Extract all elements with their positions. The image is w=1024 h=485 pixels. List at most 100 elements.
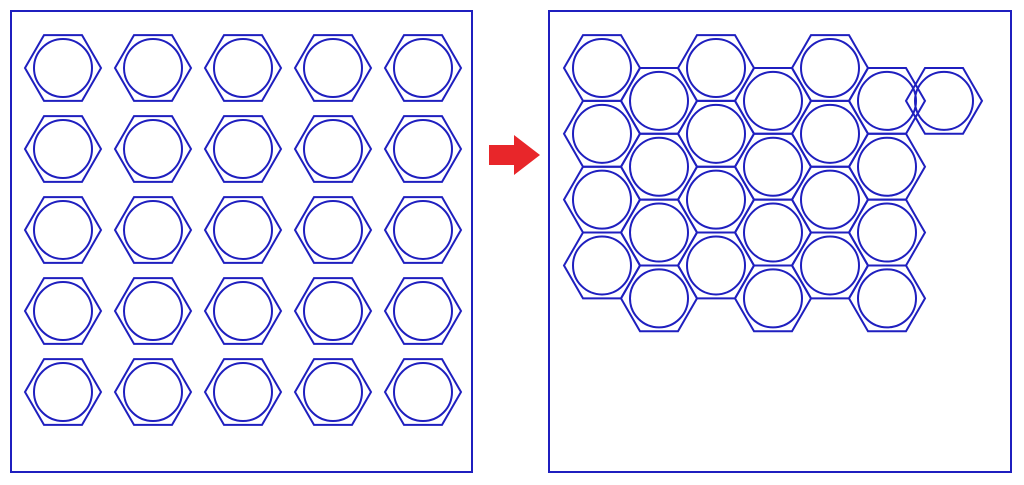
honeycomb-cell <box>619 198 699 267</box>
honeycomb-cell <box>562 34 642 102</box>
honeycomb-cell <box>733 132 813 201</box>
hexagon-shape <box>203 358 283 426</box>
hexagon-shape <box>562 231 642 300</box>
honeycomb-cell <box>790 231 870 300</box>
grid-cell <box>293 115 373 183</box>
honeycomb-cell <box>562 99 642 168</box>
hexagon-shape <box>676 165 756 234</box>
circle-shape <box>393 119 453 179</box>
honeycomb-cell <box>619 132 699 201</box>
grid-cell <box>203 277 283 345</box>
grid-cell <box>203 196 283 264</box>
hexagon-shape <box>847 264 927 333</box>
circle-shape <box>857 202 917 263</box>
circle-shape <box>857 268 917 329</box>
honeycomb-cell <box>619 264 699 333</box>
grid-cell <box>113 34 193 102</box>
honeycomb-cell <box>847 198 927 267</box>
circle-shape <box>743 268 803 329</box>
circle-shape <box>33 362 93 422</box>
honeycomb-cell <box>847 264 927 333</box>
circle-shape <box>572 38 632 98</box>
circle-shape <box>123 119 183 179</box>
circle-shape <box>393 281 453 341</box>
hexagon-shape <box>904 67 984 135</box>
hexagon-shape <box>23 34 103 102</box>
circle-shape <box>393 38 453 98</box>
hexagon-shape <box>383 34 463 102</box>
arrow-right-icon <box>489 135 540 175</box>
grid-cell <box>203 115 283 183</box>
circle-shape <box>303 200 363 260</box>
grid-cell <box>23 196 103 264</box>
hexagon-shape <box>383 358 463 426</box>
hexagon-shape <box>562 165 642 234</box>
grid-cell <box>113 277 193 345</box>
hexagon-shape <box>23 115 103 183</box>
hexagon-shape <box>113 196 193 264</box>
hexagon-shape <box>619 264 699 333</box>
honeycomb-cell <box>847 132 927 201</box>
circle-shape <box>572 235 632 296</box>
circle-shape <box>743 136 803 197</box>
honeycomb-cell <box>562 231 642 300</box>
hexagon-shape <box>676 99 756 168</box>
grid-cell <box>203 358 283 426</box>
grid-cell <box>383 115 463 183</box>
hexagon-shape <box>293 277 373 345</box>
honeycomb-cell <box>790 34 870 102</box>
honeycomb-cell <box>676 99 756 168</box>
circle-shape <box>572 169 632 230</box>
hexagon-shape <box>619 67 699 135</box>
honeycomb-cell <box>904 67 984 135</box>
circle-shape <box>857 70 917 131</box>
hexagon-shape <box>733 67 813 135</box>
circle-shape <box>213 38 273 98</box>
grid-cell <box>113 358 193 426</box>
circle-shape <box>743 70 803 131</box>
circle-shape <box>123 200 183 260</box>
circle-shape <box>393 362 453 422</box>
hexagon-shape <box>562 99 642 168</box>
honeycomb-cell <box>733 264 813 333</box>
honeycomb-cell <box>676 231 756 300</box>
circle-shape <box>800 103 860 164</box>
circle-shape <box>686 169 746 230</box>
hexagon-shape <box>203 277 283 345</box>
grid-cell <box>383 277 463 345</box>
circle-shape <box>914 70 974 131</box>
circle-shape <box>33 281 93 341</box>
circle-shape <box>629 268 689 329</box>
honeycomb-cell <box>790 165 870 234</box>
hexagon-shape <box>203 34 283 102</box>
circle-shape <box>213 119 273 179</box>
hexagon-shape <box>847 198 927 267</box>
hexagon-shape <box>790 99 870 168</box>
hexagon-shape <box>847 67 927 135</box>
circle-shape <box>123 281 183 341</box>
hexagon-shape <box>383 115 463 183</box>
honeycomb-cell <box>676 34 756 102</box>
hexagon-shape <box>847 132 927 201</box>
hexagon-shape <box>562 34 642 102</box>
circle-shape <box>213 281 273 341</box>
hexagon-shape <box>619 198 699 267</box>
circle-shape <box>800 235 860 296</box>
hexagon-shape <box>293 196 373 264</box>
grid-cell <box>383 358 463 426</box>
circle-shape <box>303 119 363 179</box>
hexagon-shape <box>293 115 373 183</box>
circle-shape <box>800 169 860 230</box>
hexagon-shape <box>113 34 193 102</box>
grid-cell <box>23 358 103 426</box>
right-honeycomb-cells <box>562 34 984 333</box>
honeycomb-cell <box>619 67 699 135</box>
circle-shape <box>686 235 746 296</box>
circle-shape <box>393 200 453 260</box>
grid-cell <box>293 277 373 345</box>
hexagon-shape <box>23 358 103 426</box>
hexagon-shape <box>293 34 373 102</box>
circle-shape <box>33 38 93 98</box>
left-grid-cells <box>23 34 463 426</box>
